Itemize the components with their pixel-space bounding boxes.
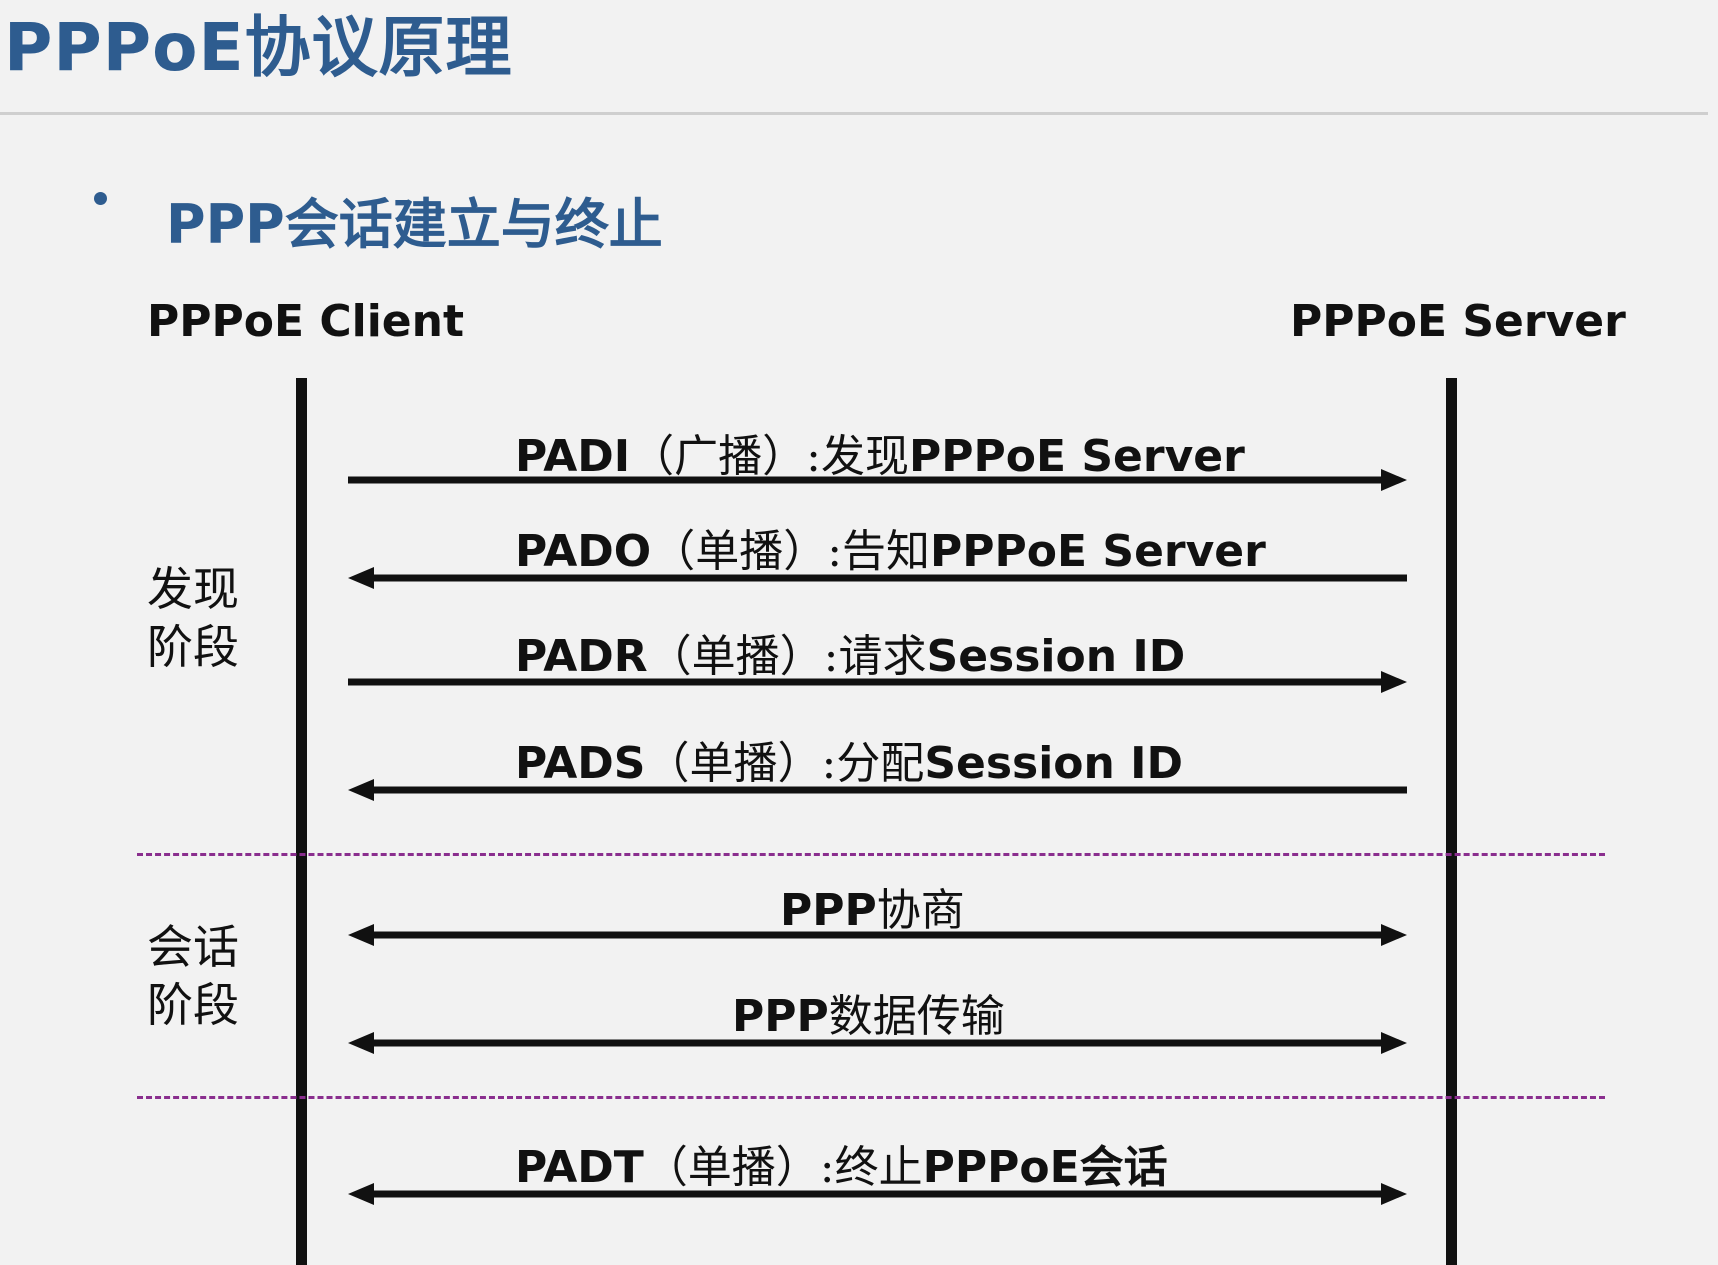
arrowhead-right-padr: [1381, 671, 1407, 693]
arrowhead-right-padt: [1381, 1183, 1407, 1205]
discovery-phase-line-1: 发现: [147, 562, 239, 616]
server-lifeline: [1446, 378, 1457, 1265]
phase-divider-session-termination: [137, 1096, 1605, 1099]
arrowhead-left-pado: [348, 567, 374, 589]
section-title: PPP会话建立与终止: [166, 193, 663, 256]
message-label-pads: PADS（单播）:分配Session ID: [515, 738, 1184, 789]
message-label-pado: PADO（单播）:告知PPPoE Server: [515, 526, 1266, 577]
message-label-padr: PADR（单播）:请求Session ID: [515, 631, 1186, 682]
arrowhead-right-ppp-data: [1381, 1032, 1407, 1054]
session-phase-line-1: 会话: [147, 920, 239, 974]
arrowhead-right-padi: [1381, 469, 1407, 491]
arrowhead-left-padt: [348, 1183, 374, 1205]
arrowhead-right-ppp-negotiation: [1381, 924, 1407, 946]
message-label-padi: PADI（广播）:发现PPPoE Server: [515, 431, 1245, 482]
client-label: PPPoE Client: [147, 296, 465, 347]
server-label: PPPoE Server: [1290, 296, 1626, 347]
discovery-phase-line-2: 阶段: [147, 620, 239, 674]
page-title: PPPoE协议原理: [4, 9, 513, 86]
message-label-ppp-data: PPP数据传输: [732, 991, 1005, 1042]
arrowhead-left-ppp-negotiation: [348, 924, 374, 946]
message-label-ppp-negotiation: PPP协商: [780, 885, 965, 936]
title-divider: [0, 112, 1708, 115]
discovery-phase-label: 发现 阶段: [147, 560, 257, 676]
message-label-padt: PADT（单播）:终止PPPoE会话: [515, 1142, 1168, 1193]
client-lifeline: [296, 378, 307, 1265]
bullet-dot: [94, 192, 107, 205]
phase-divider-discovery-session: [137, 853, 1605, 856]
session-phase-line-2: 阶段: [147, 978, 239, 1032]
arrowhead-left-ppp-data: [348, 1032, 374, 1054]
arrowhead-left-pads: [348, 779, 374, 801]
session-phase-label: 会话 阶段: [147, 918, 257, 1034]
